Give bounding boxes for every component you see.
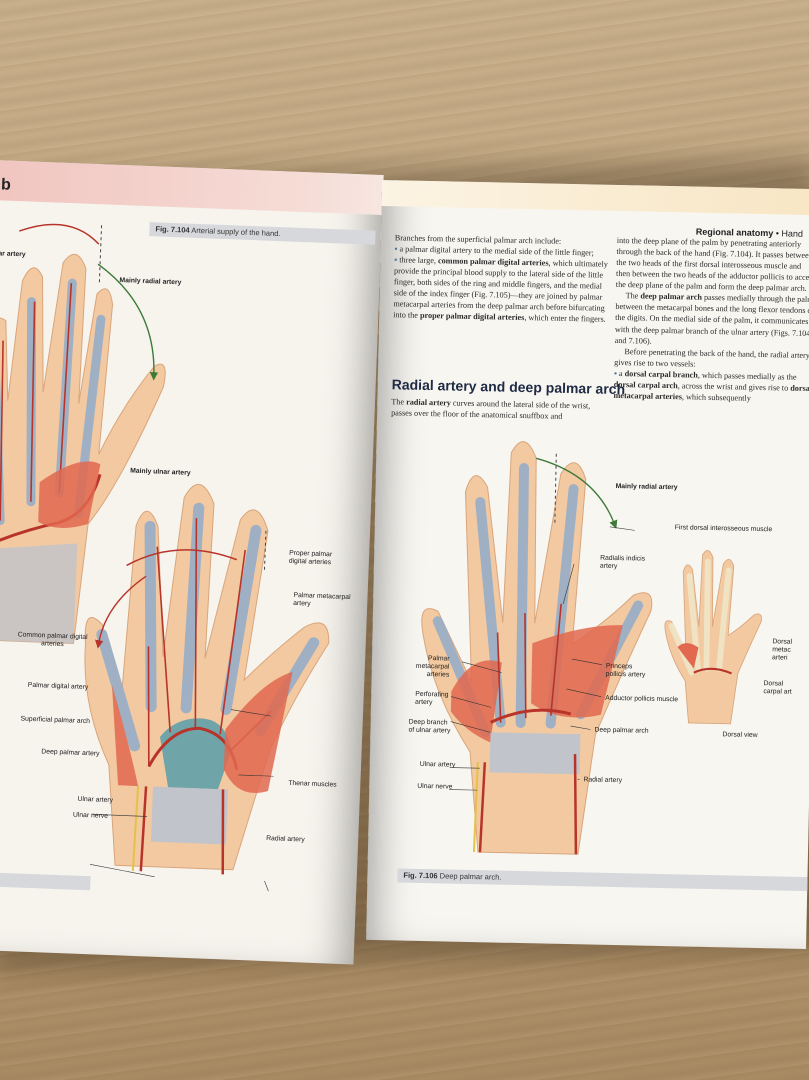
label-deep-branch-ulnar: Deep branch of ulnar artery bbox=[408, 719, 450, 735]
label-dorsal-carpal: Dorsal carpal art bbox=[763, 680, 792, 696]
label-line: artery bbox=[599, 562, 618, 570]
text: The bbox=[625, 291, 641, 301]
text: , across the wrist and gives rise to bbox=[677, 381, 791, 393]
text-bold: deep palmar arch bbox=[640, 291, 703, 303]
text: , which passes medially as the bbox=[697, 370, 797, 382]
label-radialis-indicis: Radialis indicis artery bbox=[600, 555, 645, 572]
label-line: digital arteries bbox=[288, 557, 332, 567]
left-page: b Fig. 7.104 Arterial supply of the hand… bbox=[0, 160, 384, 965]
text: , which subsequently bbox=[681, 392, 751, 403]
paragraph: The radial artery curves around the late… bbox=[391, 396, 606, 423]
palmar-hands-illustration bbox=[0, 219, 330, 895]
text: The bbox=[391, 397, 407, 407]
text-column-1: Branches from the superficial palmar arc… bbox=[393, 232, 610, 325]
label-radial-artery: Radial artery bbox=[266, 835, 305, 844]
label-line: metacarpal bbox=[415, 662, 450, 671]
text: three large, bbox=[399, 255, 439, 266]
text-bold: dorsal carpal arch bbox=[613, 379, 678, 391]
label-dorsal-view: Dorsal view bbox=[722, 731, 758, 739]
label-ulnar-nerve-right: Ulnar nerve bbox=[417, 782, 453, 791]
label-dorsal-metacarpal: Dorsal metac arteri bbox=[772, 638, 792, 662]
label-princeps-pollicis: Princeps pollicis artery bbox=[606, 663, 646, 679]
label-palmar-metacarpal-arteries: Palmar metacarpal arteries bbox=[416, 655, 450, 679]
lower-hand bbox=[84, 483, 330, 875]
text-bold: proper palmar digital arteries bbox=[419, 311, 525, 323]
bullet-item: three large, common palmar digital arter… bbox=[393, 254, 609, 325]
text-bold: radial artery bbox=[406, 397, 452, 408]
figure-number: Fig. 7.106 bbox=[403, 870, 438, 881]
label-palmar-metacarpal-artery: Palmar metacarpal artery bbox=[293, 592, 351, 610]
label-leader-lines bbox=[449, 526, 635, 791]
running-head-topic: Hand bbox=[781, 228, 804, 239]
right-page: Regional anatomy • Hand Branches from th… bbox=[366, 180, 809, 950]
label-radial-artery-right: Radial artery bbox=[583, 776, 623, 785]
paragraph: into the deep plane of the palm by penet… bbox=[615, 235, 809, 294]
label-ulnar-artery-top: lnar artery bbox=[0, 250, 26, 259]
label-line: arteri bbox=[772, 653, 788, 662]
dorsal-view-hand bbox=[664, 550, 762, 725]
label-line: artery bbox=[414, 698, 433, 706]
label-line: pollicis artery bbox=[605, 670, 646, 679]
label-ulnar-artery: Ulnar artery bbox=[77, 795, 114, 805]
running-head-sep: • bbox=[775, 228, 780, 239]
text-bold: common palmar digital arteries bbox=[437, 256, 549, 268]
bullet-item: a dorsal carpal branch, which passes med… bbox=[613, 368, 809, 405]
label-line: Dorsal bbox=[772, 638, 793, 646]
figure-caption-7-106: Fig. 7.106 Deep palmar arch. bbox=[397, 868, 809, 892]
label-common-palmar-digital-arteries: Common palmar digital arteries bbox=[17, 631, 88, 649]
deep-palmar-arch-illustration bbox=[421, 441, 762, 855]
label-line: arteries bbox=[426, 670, 450, 679]
section-title: Radial artery and deep palmar arch bbox=[391, 376, 626, 398]
label-proper-palmar-digital-arteries: Proper palmar digital arteries bbox=[289, 550, 333, 567]
figure-title: Deep palmar arch. bbox=[439, 871, 502, 882]
main-hand bbox=[421, 441, 653, 855]
text-column-2: into the deep plane of the palm by penet… bbox=[613, 235, 809, 405]
label-deep-palmar-arch: Deep palmar arch bbox=[594, 726, 649, 735]
text-bold: dorsal carpal branch bbox=[624, 368, 698, 380]
label-mainly-radial-artery-right: Mainly radial artery bbox=[615, 482, 678, 492]
label-line: of ulnar artery bbox=[408, 726, 451, 735]
label-ulnar-artery-right: Ulnar artery bbox=[419, 760, 456, 769]
label-line: metac bbox=[772, 646, 791, 654]
text: passes medially through the palm between… bbox=[614, 293, 809, 346]
section-paragraph: The radial artery curves around the late… bbox=[391, 396, 606, 423]
label-ulnar-nerve: Ulnar nerve bbox=[72, 811, 109, 820]
upper-hand bbox=[0, 219, 166, 645]
chapter-letter: b bbox=[0, 176, 12, 194]
label-adductor-pollicis: Adductor pollicis muscle bbox=[605, 694, 679, 704]
paragraph: The deep palmar arch passes medially thr… bbox=[615, 290, 809, 349]
text: , which enter the fingers. bbox=[524, 313, 606, 325]
label-perforating-artery: Perforating artery bbox=[415, 691, 449, 707]
label-line: carpal art bbox=[763, 687, 792, 696]
